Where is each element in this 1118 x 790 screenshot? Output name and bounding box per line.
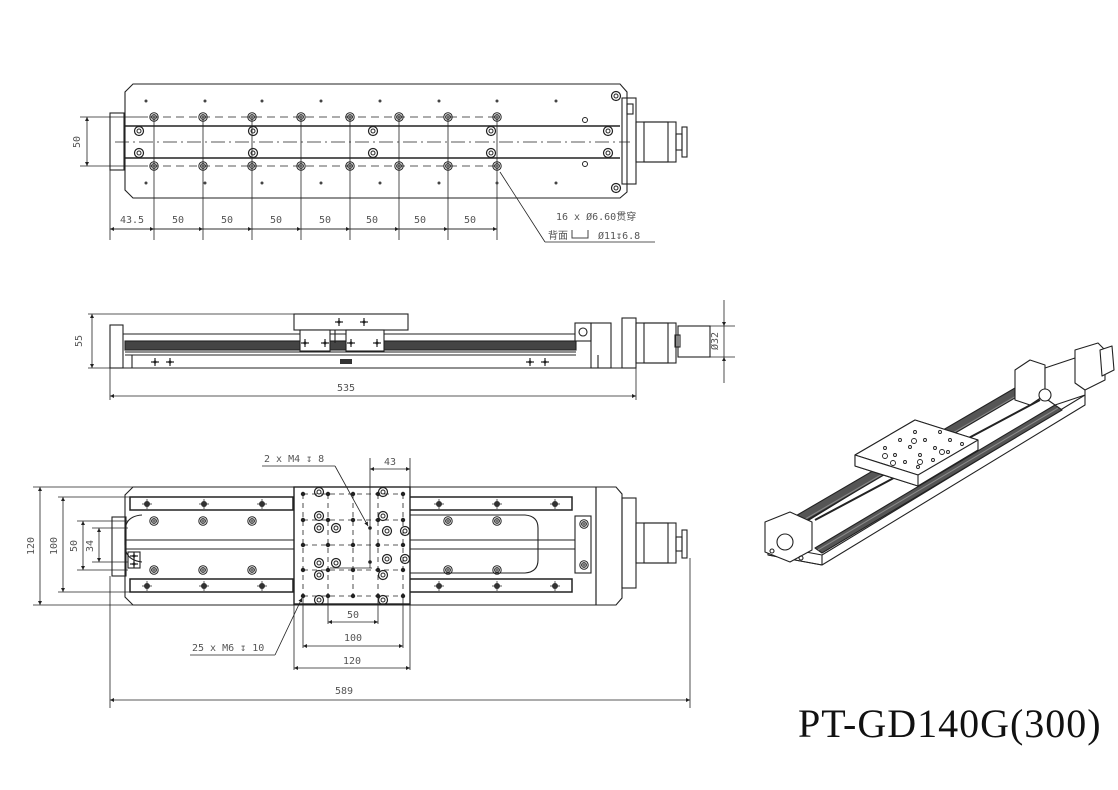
dim-pitch-1: 50 — [172, 215, 184, 226]
hole-note-back-label: 背面 — [548, 229, 568, 242]
top-view-dimensions — [85, 117, 655, 243]
dim-bottom-100-left: 100 — [49, 537, 60, 555]
dim-bottom-120: 120 — [343, 656, 361, 667]
dim-pitch-2: 50 — [221, 215, 233, 226]
dim-top-width: 50 — [72, 136, 83, 148]
side-view-marks — [150, 317, 550, 367]
note-m6-holes: 25 x M6 ↧ 10 — [192, 643, 264, 654]
model-title: PT-GD140G(300) — [798, 701, 1102, 746]
dim-bottom-50: 50 — [347, 610, 359, 621]
dim-motor-diameter: Ø32 — [709, 332, 721, 350]
dim-pitch-5: 50 — [366, 215, 378, 226]
side-view-dimensions — [90, 300, 726, 398]
dim-side-length: 535 — [337, 383, 355, 394]
dim-bottom-43: 43 — [384, 457, 396, 468]
side-view — [88, 313, 735, 400]
dim-bottom-34-left: 34 — [85, 540, 96, 552]
dim-side-height: 55 — [74, 335, 85, 347]
bottom-view-holes — [129, 486, 589, 606]
top-view — [80, 83, 688, 240]
counterbore-icon — [571, 230, 589, 239]
isometric-view — [764, 342, 1115, 566]
dim-pitch-3: 50 — [270, 215, 282, 226]
dim-pitch-4: 50 — [319, 215, 331, 226]
dim-pitch-first: 43.5 — [120, 215, 144, 226]
dim-bottom-50-left: 50 — [69, 540, 80, 552]
dim-bottom-100: 100 — [344, 633, 362, 644]
note-m4-holes: 2 x M4 ↧ 8 — [264, 454, 324, 465]
bottom-view-dimensions — [38, 465, 690, 702]
hole-note-counterbore: Ø11↧6.8 — [598, 230, 640, 242]
dim-total-length: 589 — [335, 686, 353, 697]
dim-pitch-6: 50 — [414, 215, 426, 226]
dim-pitch-7: 50 — [464, 215, 476, 226]
hole-note-through: 16 x Ø6.60贯穿 — [556, 210, 636, 223]
top-view-holes — [133, 90, 622, 194]
dim-bottom-120-left: 120 — [26, 537, 37, 555]
bottom-view — [33, 458, 691, 708]
